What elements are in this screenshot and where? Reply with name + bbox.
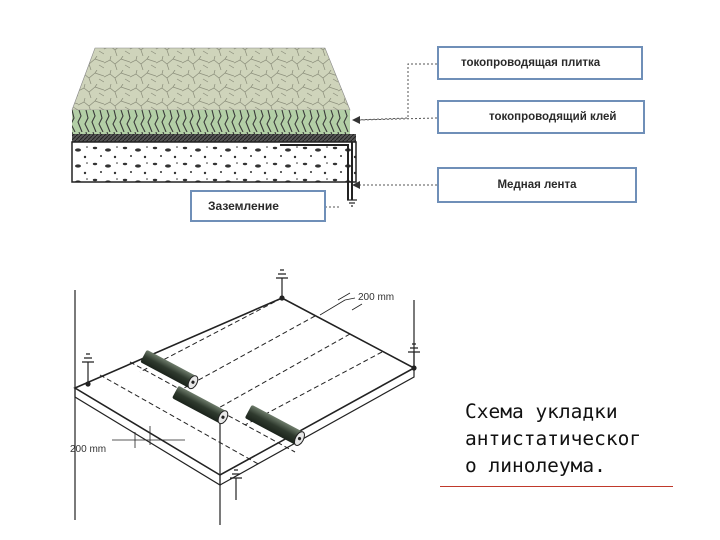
tile-cross-section xyxy=(71,47,357,207)
leader-arrows xyxy=(352,116,360,189)
copper-rolls xyxy=(140,350,305,446)
floor-layout-sketch xyxy=(73,290,416,525)
dimension-label-top: 200 mm xyxy=(358,292,394,303)
tile-top-surface xyxy=(71,47,351,111)
label-conductive-glue: токопроводящий клей xyxy=(437,100,645,134)
subfloor-layer xyxy=(71,141,357,183)
label-conductive-tile-text: токопроводящая плитка xyxy=(461,57,601,69)
caption-line-3: о линолеума. xyxy=(465,454,606,477)
ground-symbol-icon xyxy=(230,469,242,500)
label-grounding: Заземление xyxy=(190,190,326,222)
dimension-label-left: 200 mm xyxy=(70,444,106,455)
ground-symbol-icon xyxy=(408,343,420,371)
copper-tape-line xyxy=(280,142,353,200)
label-copper-tape-text: Медная лента xyxy=(497,179,577,191)
ground-symbol-icon xyxy=(276,269,288,301)
ground-symbol-icon xyxy=(82,353,94,387)
glue-layer xyxy=(72,134,356,142)
label-conductive-tile: токопроводящая плитка xyxy=(437,46,643,80)
caption-underline xyxy=(440,486,673,487)
caption-line-1: Схема укладки xyxy=(465,400,618,423)
tile-side-face xyxy=(72,110,350,134)
label-copper-tape: Медная лента xyxy=(437,167,637,203)
label-grounding-text: Заземление xyxy=(208,199,279,213)
roll-1 xyxy=(140,350,199,390)
leader-lines xyxy=(325,63,438,208)
roll-3 xyxy=(245,405,305,446)
label-conductive-glue-text: токопроводящий клей xyxy=(489,111,617,123)
slide-caption: Схема укладки антистатическог о линолеум… xyxy=(465,398,715,479)
ground-symbol-icon xyxy=(347,199,357,207)
roll-2 xyxy=(172,386,229,425)
caption-line-2: антистатическог xyxy=(465,427,642,450)
